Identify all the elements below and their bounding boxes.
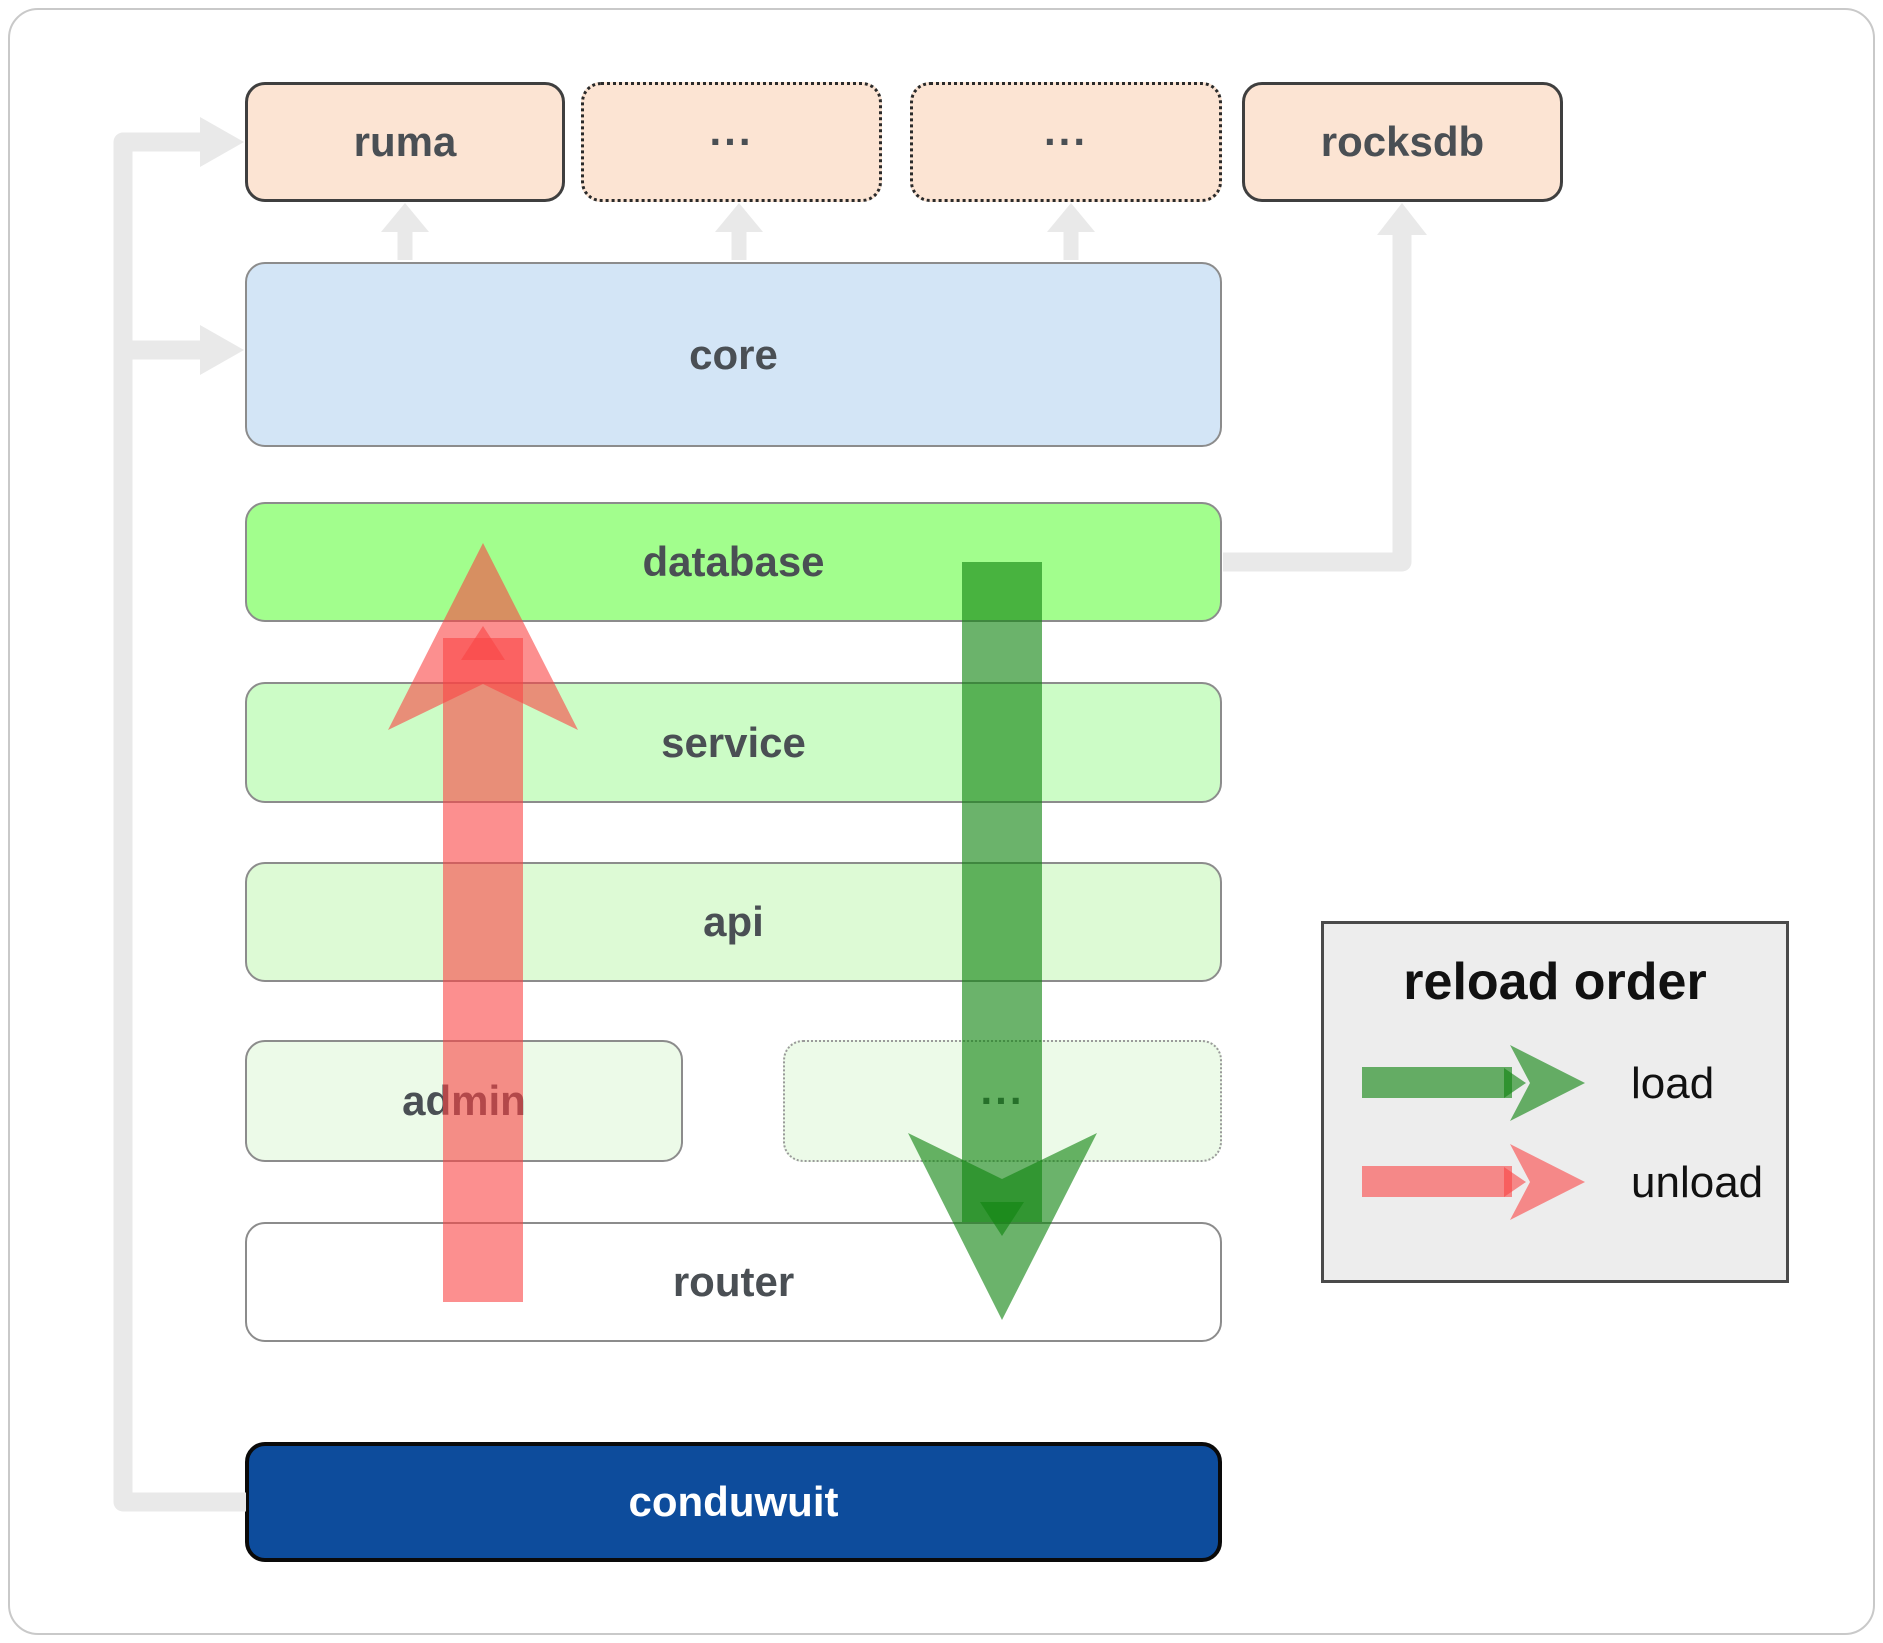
node-ellipsis-1: ...	[581, 82, 882, 202]
node-admin-label: admin	[402, 1077, 526, 1124]
legend-unload-label: unload	[1631, 1158, 1764, 1207]
node-rocksdb-label: rocksdb	[1320, 118, 1485, 165]
node-rocksdb: rocksdb	[1242, 82, 1563, 202]
node-service-label: service	[661, 718, 806, 766]
node-ellipsis-3-label: ...	[980, 1066, 1025, 1113]
node-service: service	[245, 682, 1222, 803]
node-api: api	[245, 862, 1222, 982]
node-database: database	[245, 502, 1222, 622]
node-router: router	[245, 1222, 1222, 1342]
node-database-label: database	[642, 538, 825, 585]
legend-load-label: load	[1631, 1059, 1715, 1108]
node-conduwuit-label: conduwuit	[628, 1478, 839, 1525]
legend-title: reload order	[1403, 953, 1707, 1011]
node-conduwuit: conduwuit	[245, 1442, 1222, 1562]
node-core: core	[245, 262, 1222, 447]
node-api-label: api	[703, 898, 764, 945]
node-ellipsis-1-label: ...	[709, 107, 754, 154]
node-ellipsis-2: ...	[910, 82, 1222, 202]
node-ruma: ruma	[245, 82, 565, 202]
node-core-label: core	[689, 330, 778, 378]
diagram-outer-border	[8, 8, 1875, 1635]
legend-reload-order: reload order load unload	[1321, 921, 1789, 1283]
node-ellipsis-3: ...	[783, 1040, 1222, 1162]
node-router-label: router	[672, 1258, 795, 1305]
node-ellipsis-2-label: ...	[1043, 107, 1088, 154]
node-ruma-label: ruma	[353, 118, 457, 165]
node-admin: admin	[245, 1040, 683, 1162]
